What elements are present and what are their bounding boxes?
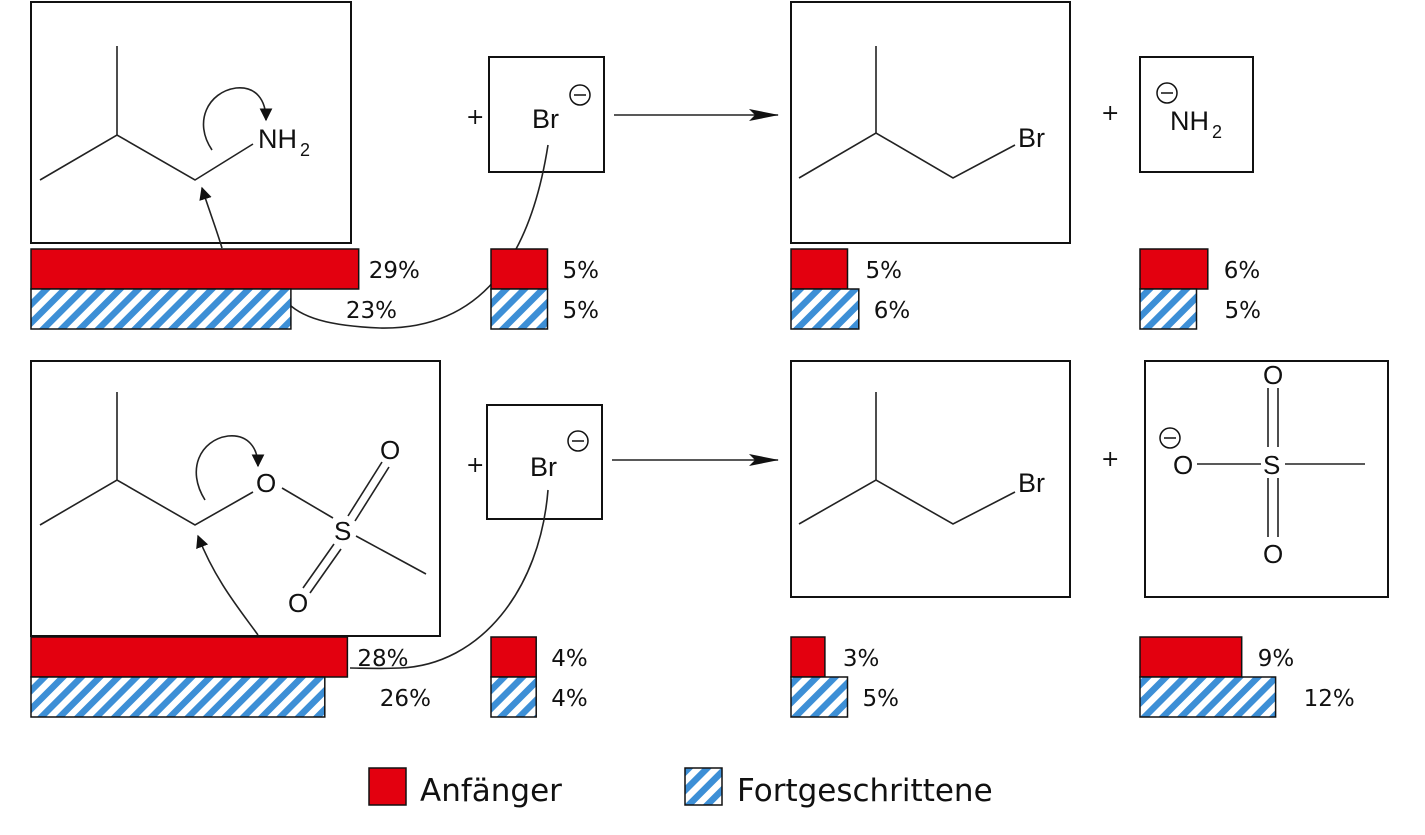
plus-sign-1b: + (1101, 101, 1119, 126)
s-o-double-bond-a (347, 461, 383, 517)
label-amine-nucleophile-beginner: 5% (563, 258, 600, 284)
bar-amine-product-advanced (790, 288, 860, 330)
product-2-br-label: Br (1018, 468, 1045, 498)
amide-ion: NH 2 (1139, 56, 1254, 173)
nh2-label: NH (258, 124, 297, 154)
bar-mesylate-product-advanced (790, 676, 849, 718)
bar-mesylate-nucleophile-advanced (490, 676, 537, 718)
legend: Anfänger Fortgeschrittene (368, 767, 993, 809)
nh2-subscript: 2 (300, 140, 310, 160)
percentage-bars: 29% 23% 5% 5% 5% 6% 6% 5% 28% 26% 4% 4% 3% 5% 9% 12% (30, 248, 1355, 718)
attack-arrow-2 (349, 489, 549, 670)
label-mesylate-nucleophile-beginner: 4% (551, 646, 588, 672)
label-amine-nucleophile-advanced: 5% (563, 298, 600, 324)
label-amine-leaving-group-beginner: 6% (1224, 258, 1261, 284)
s-o-double-bond-d (309, 548, 342, 594)
bond-arrow-2 (196, 534, 259, 636)
bar-mesylate-leaving-group-advanced (1139, 676, 1277, 718)
bar-mesylate-leaving-group-beginner (1139, 636, 1243, 678)
bar-amine-leaving-group-advanced (1139, 288, 1198, 330)
mesylate-anion: O S O O (1144, 360, 1389, 598)
bar-amine-substrate-beginner (30, 248, 360, 290)
anion-o-left-label: O (1173, 450, 1193, 480)
label-mesylate-leaving-group-beginner: 9% (1258, 646, 1295, 672)
amide-nh2-subscript: 2 (1212, 122, 1222, 142)
product-2-box (790, 360, 1071, 598)
anion-o-top-label: O (1263, 360, 1283, 390)
substrate-2-box (30, 360, 441, 637)
legend-beginner-label: Anfänger (420, 773, 562, 809)
label-mesylate-nucleophile-advanced: 4% (551, 686, 588, 712)
anion-s-label: S (1263, 450, 1280, 480)
bar-mesylate-substrate-advanced (30, 676, 326, 718)
mesylate-o-label: O (256, 468, 276, 498)
product-1-molecule: Br (790, 1, 1071, 244)
bond-arrow-1 (199, 186, 223, 249)
product-2-molecule: Br (790, 360, 1071, 598)
label-amine-product-advanced: 6% (874, 298, 911, 324)
lone-pair-arrow-1 (202, 87, 273, 151)
o-s-bond (281, 487, 334, 519)
bromide-1-label: Br (532, 104, 559, 134)
s-o-double-bond-b (354, 466, 390, 522)
bar-mesylate-nucleophile-beginner (490, 636, 537, 678)
amide-charge-icon (1156, 82, 1178, 104)
label-mesylate-leaving-group-advanced: 12% (1304, 686, 1355, 712)
mesylate-anion-box (1144, 360, 1389, 598)
bar-amine-nucleophile-advanced (490, 288, 549, 330)
substrate-2-skeleton (39, 479, 254, 526)
mesylate-s-label: S (334, 516, 351, 546)
mesylate-o-top-label: O (380, 435, 400, 465)
s-methyl-bond (355, 535, 427, 575)
row-2-mesylate-reaction: O S O O + Br Br + (30, 360, 1389, 670)
s-o-double-bond-c (302, 543, 335, 589)
plus-sign-2a: + (466, 453, 484, 478)
product-2-skeleton (798, 479, 1016, 525)
product-1-box (790, 1, 1071, 244)
legend-advanced-label: Fortgeschrittene (737, 773, 993, 809)
bar-mesylate-substrate-beginner (30, 636, 349, 678)
bar-mesylate-product-beginner (790, 636, 826, 678)
legend-advanced-swatch (684, 767, 723, 806)
plus-sign-2b: + (1101, 447, 1119, 472)
label-mesylate-product-advanced: 5% (863, 686, 900, 712)
bromide-1-box (488, 56, 605, 173)
label-amine-leaving-group-advanced: 5% (1225, 298, 1262, 324)
mesylate-charge-icon (1159, 427, 1181, 449)
bromide-2-label: Br (530, 452, 557, 482)
legend-beginner-swatch (368, 767, 407, 806)
bromide-1-charge-icon (569, 84, 591, 106)
attack-arrow-1 (284, 144, 549, 329)
label-amine-substrate-beginner: 29% (369, 258, 420, 284)
label-mesylate-substrate-beginner: 28% (357, 646, 408, 672)
bromide-1: Br (488, 56, 605, 173)
amide-nh2-label: NH (1170, 106, 1209, 136)
plus-sign-1a: + (466, 105, 484, 130)
bromide-2: Br (486, 404, 603, 520)
row-1-amine-reaction: NH 2 + Br Br + NH 2 (30, 1, 1254, 329)
substrate-2-molecule: O S O O (30, 360, 441, 637)
bar-amine-product-beginner (790, 248, 849, 290)
mesylate-o-bottom-label: O (288, 588, 308, 618)
label-mesylate-product-beginner: 3% (843, 646, 880, 672)
lone-pair-arrow-2 (195, 435, 265, 501)
product-1-skeleton (798, 132, 1016, 179)
bromide-2-charge-icon (567, 430, 589, 452)
label-amine-substrate-advanced: 23% (346, 298, 397, 324)
substrate-1-molecule: NH 2 (30, 1, 352, 249)
anion-o-bottom-label: O (1263, 539, 1283, 569)
product-1-br-label: Br (1018, 123, 1045, 153)
label-amine-product-beginner: 5% (866, 258, 903, 284)
bar-amine-leaving-group-beginner (1139, 248, 1209, 290)
bar-amine-substrate-advanced (30, 288, 292, 330)
substrate-1-skeleton (39, 134, 254, 181)
bar-amine-nucleophile-beginner (490, 248, 549, 290)
substrate-1-box (30, 1, 352, 244)
label-mesylate-substrate-advanced: 26% (380, 686, 431, 712)
amide-box (1139, 56, 1254, 173)
